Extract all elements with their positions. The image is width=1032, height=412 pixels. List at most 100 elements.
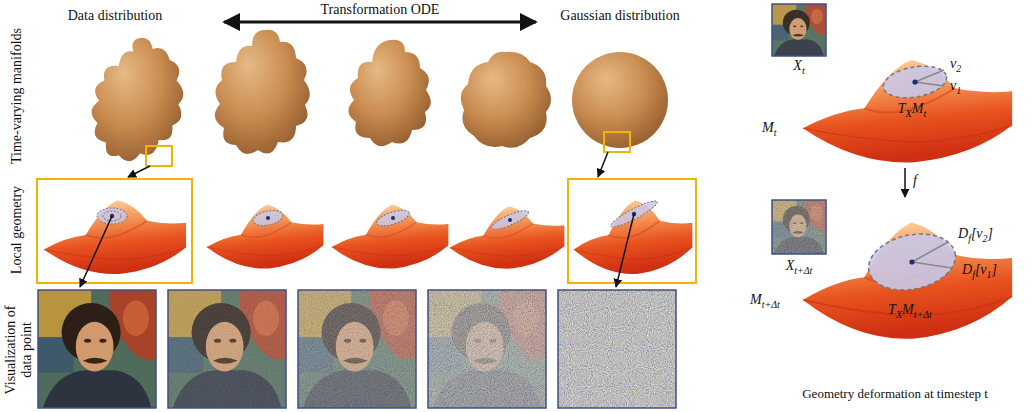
heading-box: Gaussian distribution — [535, 8, 705, 24]
math-label-box: v2 — [950, 56, 961, 77]
svg-rect — [558, 290, 676, 408]
math-symbol: ] — [992, 262, 997, 277]
point — [912, 79, 917, 84]
svg-rect — [428, 290, 546, 408]
math-symbol: M — [902, 302, 914, 317]
ode-arrow — [224, 21, 536, 24]
math-subscript: 2 — [956, 63, 961, 74]
point-arrow — [80, 216, 112, 287]
math-symbol: T — [898, 101, 906, 116]
svg-use — [298, 290, 416, 408]
column-heading: Gaussian distribution — [560, 8, 679, 23]
data-image — [772, 200, 826, 254]
tangent-disk — [881, 62, 949, 103]
zoom-box — [604, 132, 630, 152]
data-image — [772, 4, 826, 56]
math-label-box: f — [913, 173, 917, 189]
math-subscript: t — [774, 127, 777, 138]
svg-use — [38, 290, 156, 408]
math-symbol: T — [888, 302, 896, 317]
svg-rect — [772, 4, 826, 56]
heading-box: Data distribution — [40, 8, 190, 24]
row-label-box: Visualization of data point — [3, 295, 35, 405]
math-subscript: 2 — [983, 233, 988, 244]
zoom-panel — [37, 179, 192, 283]
svg-rect — [772, 200, 826, 254]
tangent-surface — [44, 200, 186, 274]
point-arrow — [616, 214, 634, 287]
tangent-surface — [450, 206, 565, 269]
math-subscript: t+Δt — [794, 265, 812, 276]
math-subscript: 1 — [956, 85, 961, 96]
math-subscript: t+Δt — [762, 299, 780, 310]
svg-rect — [168, 290, 286, 408]
tangent-disk — [375, 207, 411, 229]
svg-rect — [428, 290, 546, 408]
tangent-surface — [207, 204, 324, 268]
math-symbol: v — [950, 78, 956, 93]
manifold-surface — [803, 223, 1012, 339]
math-label-box: Mt — [762, 120, 776, 141]
math-symbol: M — [762, 120, 774, 135]
math-symbol: M — [750, 292, 762, 307]
row-label-box: Time-varying manifolds — [9, 11, 25, 181]
row-label-box: Local geometry — [9, 170, 25, 290]
math-symbol: D — [958, 226, 968, 241]
math-subscript: t — [923, 108, 926, 119]
point — [391, 216, 395, 220]
svg-rect — [772, 200, 826, 254]
math-symbol: X — [793, 58, 802, 73]
caption: Geometry deformation at timestep t — [802, 386, 988, 401]
zoom-arrow — [598, 152, 608, 177]
data-image — [38, 290, 156, 408]
math-symbol: [v — [971, 226, 983, 241]
zoom-box — [146, 146, 172, 166]
svg-rect — [298, 290, 416, 408]
point — [909, 259, 914, 264]
tangent-vector — [912, 262, 952, 268]
heading-box: Transformation ODE — [280, 2, 480, 18]
math-symbol: X — [786, 258, 795, 273]
svg-path — [92, 38, 184, 161]
column-heading: Transformation ODE — [321, 2, 440, 17]
data-image — [558, 290, 676, 408]
math-label-box: Mt+Δt — [750, 292, 780, 313]
svg-rect — [38, 290, 156, 408]
zoom-arrow — [128, 166, 150, 177]
math-label-box: Xt — [793, 58, 804, 79]
tangent-vector — [915, 82, 944, 86]
caption-box: Geometry deformation at timestep t — [802, 386, 988, 402]
data-image — [428, 290, 546, 408]
math-symbol: ] — [988, 226, 993, 241]
sphere — [572, 52, 668, 148]
manifold-surface — [803, 60, 1012, 163]
row-label: Local geometry — [9, 186, 24, 274]
math-label-box: TXMt+Δt — [888, 302, 932, 323]
svg-use — [772, 200, 826, 254]
manifold-blob — [215, 30, 310, 154]
math-label-box: Df[v2] — [958, 226, 993, 247]
math-symbol: D — [962, 262, 972, 277]
map-arrow — [904, 168, 906, 197]
math-label-box: Xt+Δt — [786, 258, 813, 279]
math-symbol: M — [912, 101, 924, 116]
math-subscript: t+Δt — [914, 309, 932, 320]
svg-rect — [558, 290, 676, 408]
tangent-vector — [915, 70, 944, 82]
svg-use — [168, 290, 286, 408]
row-label: Time-varying manifolds — [9, 28, 24, 164]
point — [508, 218, 512, 222]
tangent-vector — [912, 242, 948, 262]
math-label-box: v1 — [950, 78, 961, 99]
math-subscript: f — [968, 233, 971, 244]
svg-rect — [168, 290, 286, 408]
math-subscript: X — [906, 108, 912, 119]
math-subscript: t — [802, 65, 805, 76]
row-label: Visualization of data point — [3, 306, 34, 395]
svg-use — [428, 290, 546, 408]
math-symbol: f — [913, 173, 917, 188]
column-heading: Data distribution — [68, 8, 163, 23]
point — [266, 216, 270, 220]
